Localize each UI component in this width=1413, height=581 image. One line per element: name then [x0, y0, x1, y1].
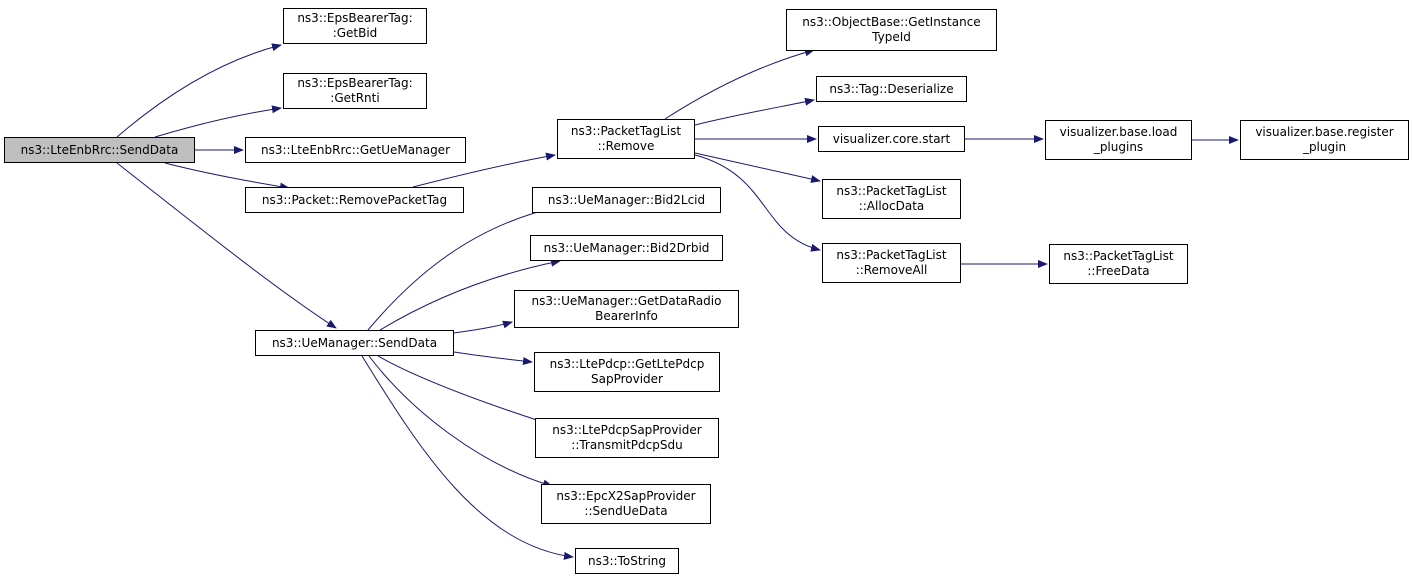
node-lteenbrrc-senddata: ns3::LteEnbRrc::SendData [4, 137, 195, 163]
node-label-line: ns3::LtePdcp::GetLtePdcp [549, 357, 705, 371]
edge-packettaglist-remove-to-allocdata [694, 152, 821, 183]
node-label-line: ns3::ObjectBase::GetInstance [802, 15, 981, 29]
node-label-line: visualizer.base.register [1255, 125, 1394, 139]
node-bid2drbid[interactable]: ns3::UeManager::Bid2Drbid [530, 235, 723, 261]
edge-lteenbrrc-senddata-to-getbid [116, 43, 282, 138]
edge-packettaglist-remove-to-tag-deserialize [694, 97, 815, 126]
node-label-line: ns3::Packet::RemovePacketTag [261, 192, 448, 207]
node-label-line: ::RemoveAll [855, 263, 928, 277]
node-label-line: :GetBid [332, 26, 378, 40]
edge-removepackettag-to-packettaglist-remove [412, 152, 556, 188]
node-label-line: ns3::LteEnbRrc::GetUeManager [261, 142, 450, 157]
edge-lteenbrrc-senddata-to-uemanager-senddata [116, 162, 337, 329]
node-label-line: ns3::ToString [587, 553, 667, 568]
node-label-line: ns3::EpcX2SapProvider [556, 489, 696, 503]
node-label-line: ns3::UeManager::Bid2Drbid [543, 240, 710, 255]
edge-uemanager-senddata-to-getltepdcpsapprovider [453, 351, 533, 365]
node-getrnti[interactable]: ns3::EpsBearerTag::GetRnti [283, 73, 427, 109]
edge-uemanager-senddata-to-tostring [361, 355, 574, 560]
node-label-line: ns3::UeManager::SendData [271, 335, 438, 350]
node-allocdata[interactable]: ns3::PacketTagList::AllocData [822, 179, 961, 219]
node-label-line: ::AllocData [858, 199, 925, 213]
node-core-start[interactable]: visualizer.core.start [818, 126, 965, 152]
node-label-line: ns3::PacketTagList [836, 184, 947, 198]
edge-lteenbrrc-senddata-to-getrnti [154, 105, 282, 138]
node-label-line: ns3::Tag::Deserialize [829, 81, 954, 96]
node-label-line: ns3::UeManager::Bid2Lcid [547, 192, 706, 207]
node-label-line: ns3::PacketTagList [570, 124, 682, 138]
node-label-line: ns3::LteEnbRrc::SendData [20, 142, 179, 157]
node-label-line: visualizer.core.start [832, 131, 951, 146]
node-removepackettag[interactable]: ns3::Packet::RemovePacketTag [245, 187, 464, 213]
edge-packettaglist-remove-to-removeall [694, 154, 821, 252]
node-freedata[interactable]: ns3::PacketTagList::FreeData [1049, 244, 1188, 284]
node-transmitpdcpsdu[interactable]: ns3::LtePdcpSapProvider::TransmitPdcpSdu [535, 418, 719, 458]
node-register-plugin[interactable]: visualizer.base.register_plugin [1240, 120, 1409, 160]
node-label-line: ns3::EpsBearerTag: [297, 11, 413, 25]
node-label-line: TypeId [872, 30, 911, 44]
node-label-line: ns3::UeManager::GetDataRadio [531, 294, 722, 308]
edge-lteenbrrc-senddata-to-removepackettag [164, 162, 290, 191]
node-bid2lcid[interactable]: ns3::UeManager::Bid2Lcid [532, 187, 721, 213]
node-label-line: :GetRnti [330, 91, 380, 105]
node-tostring[interactable]: ns3::ToString [575, 548, 679, 574]
node-label-line: _plugins [1093, 140, 1144, 154]
node-removeall[interactable]: ns3::PacketTagList::RemoveAll [822, 243, 961, 283]
node-getuemanager[interactable]: ns3::LteEnbRrc::GetUeManager [245, 137, 466, 163]
node-label-line: _plugin [1302, 140, 1347, 154]
edge-uemanager-senddata-to-transmitpdcpsdu [377, 355, 553, 427]
node-label-line: visualizer.base.load [1059, 125, 1178, 139]
node-getbid[interactable]: ns3::EpsBearerTag::GetBid [283, 8, 427, 44]
node-label-line: ns3::EpsBearerTag: [297, 76, 413, 90]
node-label-line: ::SendUeData [584, 504, 668, 518]
edge-uemanager-senddata-to-bid2lcid [367, 203, 563, 331]
node-tag-deserialize[interactable]: ns3::Tag::Deserialize [816, 76, 967, 102]
node-label-line: ::FreeData [1087, 264, 1150, 278]
node-senduedata[interactable]: ns3::EpcX2SapProvider::SendUeData [541, 484, 711, 524]
node-label-line: ::Remove [597, 139, 655, 153]
node-packettaglist-remove[interactable]: ns3::PacketTagList::Remove [557, 119, 695, 159]
node-label-line: ::TransmitPdcpSdu [571, 438, 683, 452]
node-label-line: BearerInfo [595, 309, 658, 323]
edge-uemanager-senddata-to-getdataradiobearerinfo [453, 320, 513, 334]
node-load-plugins[interactable]: visualizer.base.load_plugins [1045, 120, 1192, 160]
node-label-line: ns3::PacketTagList [1063, 249, 1174, 263]
node-label-line: SapProvider [591, 372, 663, 386]
edge-uemanager-senddata-to-senduedata [368, 355, 553, 488]
node-label-line: ns3::LtePdcpSapProvider [552, 423, 702, 437]
node-label-line: ns3::PacketTagList [836, 248, 947, 262]
edge-packettaglist-remove-to-getinstancetypeid [664, 48, 815, 120]
node-uemanager-senddata[interactable]: ns3::UeManager::SendData [255, 330, 454, 356]
edge-uemanager-senddata-to-bid2drbid [379, 258, 561, 331]
